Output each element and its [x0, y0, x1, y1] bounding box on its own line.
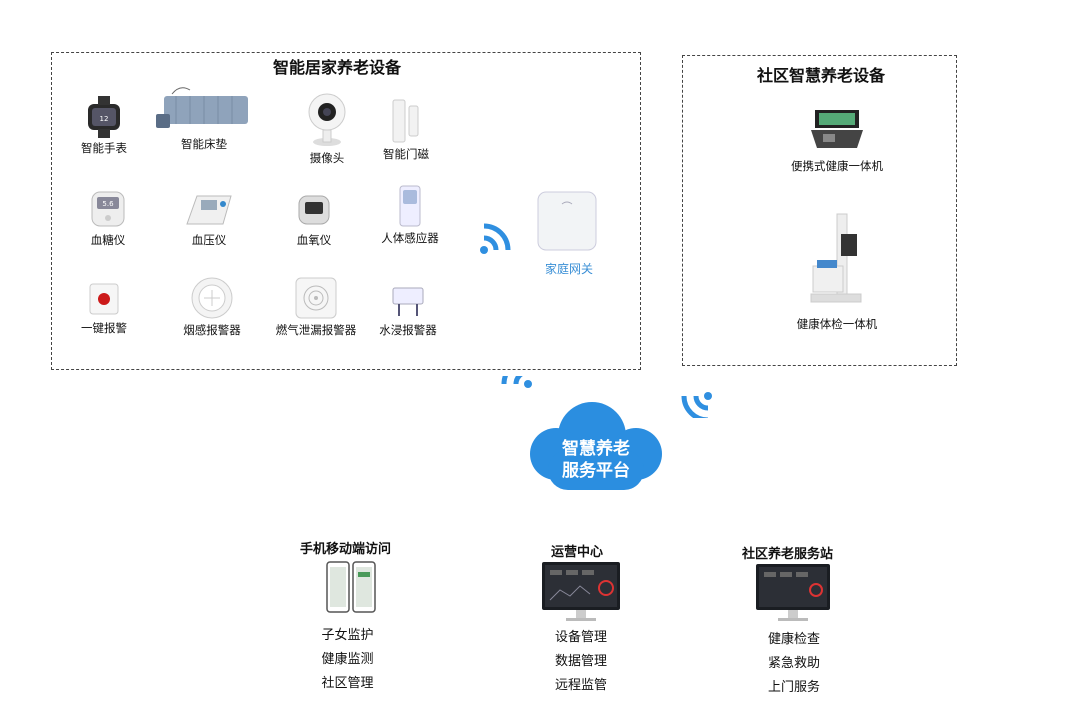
device-label: 摄像头 [309, 151, 345, 165]
list-item: 健康监测 [321, 652, 374, 667]
list-item: 设备管理 [554, 630, 607, 645]
terminal-station-title: 社区养老服务站 [742, 547, 834, 562]
device-label: 健康体检一体机 [796, 317, 878, 331]
home-devices-panel [51, 52, 641, 370]
device-label: 血氧仪 [296, 233, 332, 247]
device-label: 血糖仪 [90, 233, 126, 247]
device-smartwatch: 12 智能手表 [73, 96, 135, 156]
platform-line1: 智慧养老 [562, 439, 630, 459]
home-gateway-label: 家庭网关 [545, 262, 594, 276]
terminal-mobile-title: 手机移动端访问 [300, 542, 392, 557]
oximeter-icon [298, 195, 330, 225]
svg-text:5.6: 5.6 [102, 200, 114, 208]
community-devices-title: 社区智慧养老设备 [757, 66, 886, 85]
smoke-detector-icon [191, 277, 233, 319]
desktop-monitor-icon [542, 562, 620, 621]
home-gateway-icon [537, 191, 597, 251]
device-health-check-station: 健康体检一体机 [782, 212, 892, 332]
list-item: 远程监管 [554, 678, 607, 693]
wifi-signal-icon [480, 223, 511, 254]
device-label: 水浸报警器 [379, 323, 437, 337]
camera-icon [308, 93, 346, 146]
platform-label: 智慧养老 服务平台 [540, 438, 652, 482]
platform-line2: 服务平台 [562, 461, 630, 481]
sos-button-icon [89, 283, 119, 315]
list-item: 社区管理 [321, 676, 374, 691]
wifi-signal-left-icon [501, 376, 532, 388]
water-leak-sensor-icon [392, 287, 424, 316]
terminal-ops-title: 运营中心 [551, 545, 604, 560]
community-devices-panel [682, 55, 957, 366]
device-label: 血压仪 [191, 233, 227, 247]
list-item: 子女监护 [321, 628, 374, 643]
device-gas-detector: 燃气泄漏报警器 [272, 276, 360, 338]
device-label: 烟感报警器 [183, 323, 241, 337]
device-oximeter: 血氧仪 [283, 190, 345, 248]
terminal-station-items: 健康检查 紧急救助 上门服务 [748, 628, 840, 700]
list-item: 数据管理 [554, 654, 607, 669]
device-label: 燃气泄漏报警器 [275, 323, 357, 337]
device-smart-mattress: 智能床垫 [152, 84, 256, 152]
smartwatch-icon: 12 [88, 96, 120, 138]
cloud-platform-icon [530, 402, 662, 490]
device-motion-sensor: 人体感应器 [375, 184, 445, 246]
list-item: 健康检查 [767, 632, 820, 647]
smart-mattress-icon [156, 87, 248, 128]
health-check-station-icon [810, 213, 862, 303]
blood-pressure-monitor-icon [186, 195, 232, 225]
device-door-sensor: 智能门磁 [375, 98, 437, 162]
motion-sensor-icon [399, 185, 421, 227]
portable-health-kit-icon [811, 110, 863, 148]
device-label: 智能床垫 [181, 137, 227, 151]
wifi-signal-right-icon [681, 392, 712, 418]
terminal-mobile-items: 子女监护 健康监测 社区管理 [300, 624, 395, 696]
device-label: 便携式健康一体机 [791, 159, 883, 173]
device-sos-button: 一键报警 [73, 282, 135, 336]
svg-text:12: 12 [100, 115, 109, 123]
device-label: 一键报警 [81, 321, 127, 335]
device-glucose-meter: 5.6 血糖仪 [77, 188, 139, 248]
device-blood-pressure: 血压仪 [178, 190, 240, 248]
glucose-meter-icon: 5.6 [91, 191, 125, 227]
device-label: 智能门磁 [383, 147, 429, 161]
gas-detector-icon [295, 277, 337, 319]
list-item: 紧急救助 [767, 656, 820, 671]
list-item: 上门服务 [767, 680, 820, 695]
terminal-ops-items: 设备管理 数据管理 远程监管 [535, 626, 627, 698]
desktop-monitor-icon [756, 564, 830, 621]
device-label: 智能手表 [81, 141, 127, 155]
home-devices-title: 智能居家养老设备 [273, 58, 402, 77]
device-portable-health-kit: 便携式健康一体机 [782, 104, 892, 174]
device-water-leak-sensor: 水浸报警器 [375, 282, 441, 338]
door-sensor-icon [392, 99, 419, 143]
device-camera: 摄像头 [298, 92, 356, 166]
device-smoke-detector: 烟感报警器 [172, 276, 252, 338]
mobile-phones-icon [326, 561, 376, 613]
device-label: 人体感应器 [381, 231, 439, 245]
